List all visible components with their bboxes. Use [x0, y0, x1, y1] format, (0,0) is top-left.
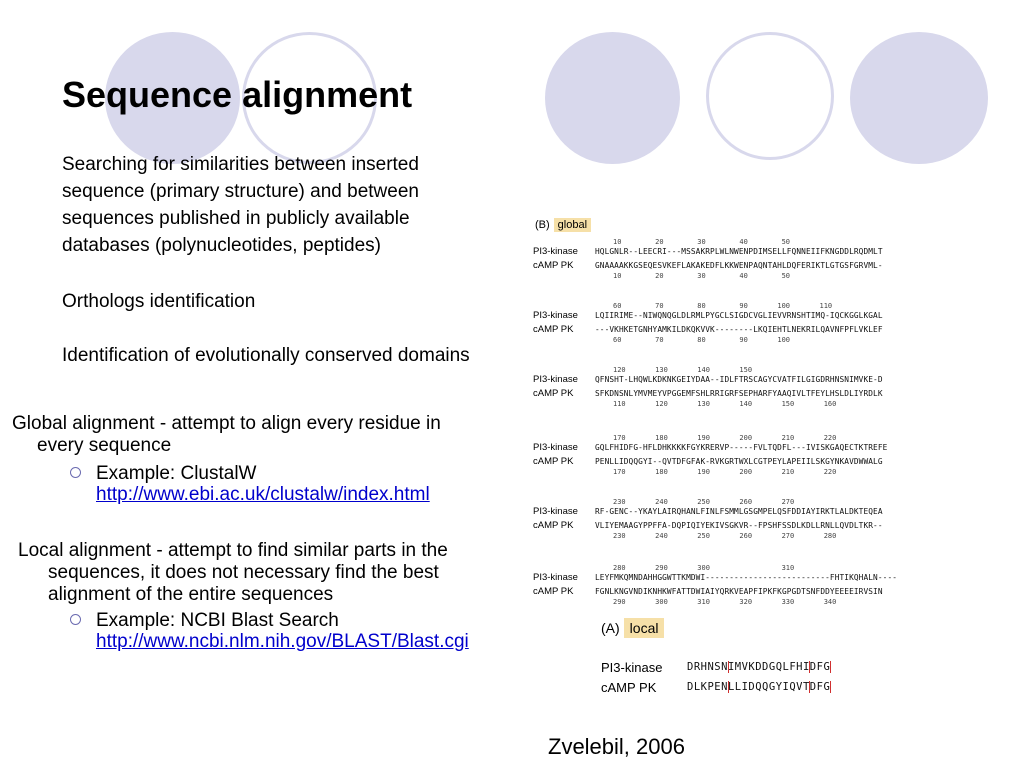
intro-paragraph-1: Searching for similarities between inser…	[62, 154, 419, 256]
local-alignment-panel: (A)local PI3-kinase DRHNSNIMVKDDGQLFHIDF…	[601, 614, 961, 704]
seq2-residues: VLIYEMAAGYPPFFA-DQPIQIYEKIVSGKVR--FPSHFS…	[595, 521, 883, 530]
seq1-residues: HQLGNLR--LEECRI---MSSAKRPLWLNWENPDIMSELL…	[595, 247, 883, 256]
position-numbers: 120 130 140 150	[613, 366, 753, 374]
seq1-name: PI3-kinase	[533, 310, 578, 321]
seq1-name: PI3-kinase	[533, 442, 578, 453]
seq1-name: PI3-kinase	[533, 572, 578, 583]
seq1-name: PI3-kinase	[533, 246, 578, 257]
seq1-residues: LQIIRIME--NIWQNQGLDLRMLPYGCLSIGDCVGLIEVV…	[595, 311, 883, 320]
motif-box: DFG	[808, 681, 832, 693]
local-seq2-name: cAMP PK	[601, 680, 657, 695]
position-numbers: 170 180 190 200 210 220	[613, 434, 837, 442]
panel-b-letter: (B)	[535, 219, 550, 231]
position-numbers: 280 290 300 310	[613, 564, 795, 572]
position-numbers: 230 240 250 260 270	[613, 498, 795, 506]
motif-box: DFG	[808, 661, 832, 673]
panel-b-label: (B)global	[535, 218, 592, 232]
panel-a-label: (A)local	[601, 618, 665, 638]
decor-circle-5	[850, 32, 988, 164]
seq2-name: cAMP PK	[533, 324, 574, 335]
slide-title: Sequence alignment	[62, 74, 413, 115]
position-numbers: 170 180 190 200 210 220	[613, 468, 837, 476]
global-example-label: Example: ClustalW	[96, 463, 257, 484]
decor-circle-2	[242, 32, 377, 164]
seq2-residues: ---VKHKETGNHYAMKILDKQKVVK--------LKQIEHT…	[595, 325, 883, 334]
blast-link[interactable]: http://www.ncbi.nlm.nih.gov/BLAST/Blast.…	[96, 631, 469, 652]
motif-box: DRHNSN	[687, 661, 729, 673]
global-example: Example: ClustalW http://www.ebi.ac.uk/c…	[70, 463, 496, 505]
decor-circle-1	[105, 32, 240, 164]
local-seq2-residues: DLKPENLLIDQQGYIQVTDFG	[687, 681, 927, 693]
decor-circle-4	[706, 32, 834, 160]
seq2-name: cAMP PK	[533, 260, 574, 271]
seq1-name: PI3-kinase	[533, 374, 578, 385]
seq1-residues: QFNSHT-LHQWLKDKNKGEIYDAA--IDLFTRSCAGYCVA…	[595, 375, 883, 384]
seq2-name: cAMP PK	[533, 520, 574, 531]
intro-paragraph-2: Orthologs identification	[62, 291, 256, 312]
bullet-ring-icon	[70, 467, 81, 478]
seq1-residues: LEYFMKQMNDAHHGGWTTKMDWI-----------------…	[595, 573, 898, 582]
seq2-residues: GNAAAAKKGSEQESVKEFLAKAKEDFLKKWENPAQNTAHL…	[595, 261, 883, 270]
local-example: Example: NCBI Blast Search http://www.nc…	[70, 610, 491, 652]
global-alignment-text: Global alignment - attempt to align ever…	[12, 413, 441, 456]
position-numbers: 60 70 80 90 100	[613, 336, 791, 344]
local-example-label: Example: NCBI Blast Search	[96, 610, 339, 631]
seq2-name: cAMP PK	[533, 456, 574, 467]
seq2-residues: SFKDNSNLYMVMEYVPGGEMFSHLRRIGRFSEPHARFYAA…	[595, 389, 883, 398]
local-alignment-text: Local alignment - attempt to find simila…	[18, 540, 448, 605]
citation: Zvelebil, 2006	[548, 734, 685, 759]
panel-a-tag: local	[623, 618, 665, 638]
intro-paragraph-3: Identification of evolutionally conserve…	[62, 345, 470, 366]
seq2-name: cAMP PK	[533, 388, 574, 399]
residue-run: LLIDQQGYIQVT	[727, 681, 810, 693]
seq2-name: cAMP PK	[533, 586, 574, 597]
position-numbers: 230 240 250 260 270 280	[613, 532, 837, 540]
motif-box: DLKPEN	[687, 681, 729, 693]
seq2-residues: FGNLKNGVNDIKNHKWFATTDWIAIYQRKVEAPFIPKFKG…	[595, 587, 883, 596]
seq2-residues: PENLLIDQQGYI--QVTDFGFAK-RVKGRTWXLCGTPEYL…	[595, 457, 883, 466]
clustalw-link[interactable]: http://www.ebi.ac.uk/clustalw/index.html	[96, 484, 430, 505]
alignment-figure: (B)global 10 20 30 40 50 PI3-kinase HQLG…	[533, 214, 1016, 704]
position-numbers: 10 20 30 40 50	[613, 272, 791, 280]
seq1-residues: RF-GENC--YKAYLAIRQHANLFINLFSMMLGSGMPELQS…	[595, 507, 883, 516]
seq1-residues: GQLFHIDFG-HFLDHKKKKFGYKRERVP-----FVLTQDF…	[595, 443, 888, 452]
position-numbers: 290 300 310 320 330 340	[613, 598, 837, 606]
residue-run: IMVKDDGQLFHI	[727, 661, 810, 673]
panel-b-tag: global	[553, 218, 592, 232]
position-numbers: 10 20 30 40 50	[613, 238, 791, 246]
position-numbers: 60 70 80 90 100 110	[613, 302, 833, 310]
panel-a-letter: (A)	[601, 620, 620, 636]
seq1-name: PI3-kinase	[533, 506, 578, 517]
local-seq1-name: PI3-kinase	[601, 660, 663, 675]
bullet-ring-icon	[70, 614, 81, 625]
local-seq1-residues: DRHNSNIMVKDDGQLFHIDFG	[687, 661, 927, 673]
decor-circle-3	[545, 32, 680, 164]
position-numbers: 110 120 130 140 150 160	[613, 400, 837, 408]
